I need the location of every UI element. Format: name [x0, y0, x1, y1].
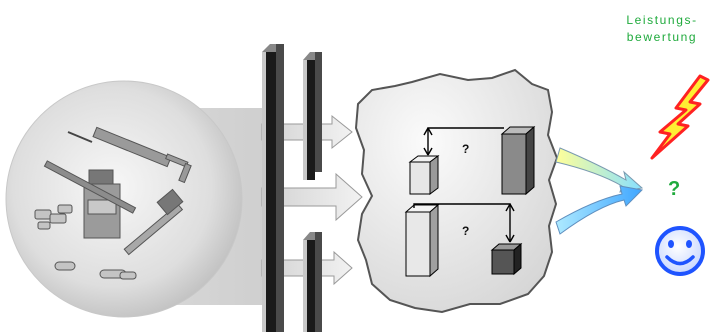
- upper-relation-question-mark: ?: [462, 142, 469, 156]
- output-arrow-upper: [556, 148, 642, 192]
- outcome-question-mark: ?: [668, 178, 680, 201]
- tall-box-upper-right: [502, 127, 534, 194]
- smiley-face-icon: [657, 228, 703, 274]
- output-arrow-lower: [556, 186, 642, 234]
- small-box-lower-right: [492, 244, 521, 274]
- performance-evaluation-label: Leistungs- bewertung: [612, 12, 712, 46]
- medicine-items-circle-icon: [6, 81, 242, 317]
- performance-label-line1: Leistungs-: [612, 12, 712, 29]
- small-box-upper-left: [410, 156, 438, 194]
- performance-label-line2: bewertung: [612, 29, 712, 46]
- lightning-bolt-icon: [652, 76, 708, 158]
- tall-box-lower-left: [406, 205, 438, 276]
- lower-relation-question-mark: ?: [462, 224, 469, 238]
